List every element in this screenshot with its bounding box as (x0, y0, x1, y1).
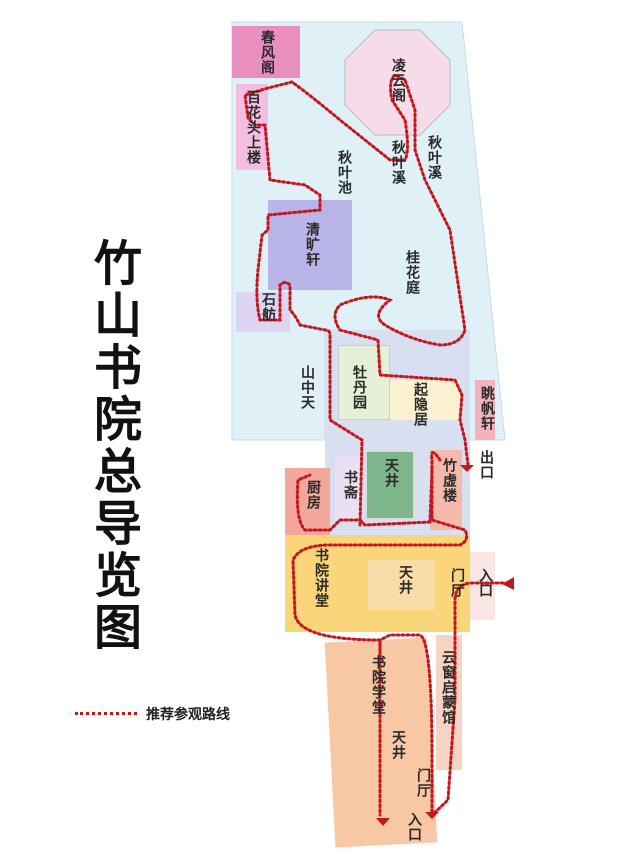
exit-arrow-icon-bottom (425, 812, 439, 819)
label-menting-1: 门厅 (449, 568, 465, 598)
shuzhai-building (335, 455, 360, 520)
label-qiuyexi-2: 秋叶溪 (426, 135, 442, 180)
label-tianjing-1: 天井 (383, 458, 399, 488)
label-lingyunge: 凌云阁 (390, 58, 406, 103)
label-mudanyuan: 牡丹园 (351, 365, 367, 410)
label-entrance-2: 入口 (406, 812, 422, 842)
recommended-route (243, 73, 510, 817)
label-shuzhai: 书斋 (342, 470, 358, 500)
lingyunge-octagon (344, 29, 451, 136)
legend-label: 推荐参观路线 (146, 707, 230, 723)
label-zhuxulou: 竹虚楼 (441, 458, 457, 503)
tiaofanxuan-building (475, 380, 495, 440)
label-shanzhongtian: 山中天 (299, 365, 315, 410)
label-qingkuangxuan: 清旷轩 (304, 222, 320, 267)
label-qiyinju: 起隐居 (412, 382, 428, 427)
entrance-arrow-icon-bottom (376, 818, 390, 826)
label-chunfengge: 春风阁 (259, 30, 275, 75)
label-xuetang: 书院学堂 (370, 655, 386, 715)
chunfengge-building (232, 26, 300, 78)
label-baihua: 百花头上楼 (245, 90, 261, 165)
page-title: 竹山书院总导览图 (85, 238, 141, 654)
entrance-arrow-icon (502, 577, 514, 590)
label-guihuating: 桂花庭 (404, 250, 420, 295)
label-jiangtang: 书院讲堂 (313, 548, 329, 608)
label-exit: 出口 (478, 450, 494, 480)
label-shifang: 石舫 (260, 292, 276, 322)
baihua-building (236, 84, 268, 170)
exit-arrow-icon (460, 465, 474, 472)
label-tianjing-3: 天井 (390, 730, 406, 760)
legend-route-line (75, 712, 137, 715)
entrance-hall-east (470, 552, 495, 620)
label-qiuyexi-1: 秋叶溪 (390, 140, 406, 185)
label-entrance-1: 入口 (477, 568, 493, 598)
label-tianjing-2: 天井 (397, 565, 413, 595)
mudanyuan-area (338, 345, 390, 420)
qiyinju-building (390, 380, 460, 420)
label-yunchuang: 云窗启蒙馆 (440, 650, 456, 725)
tianjing-courtyard-1 (365, 450, 415, 520)
chufang-building (285, 468, 330, 535)
label-chufang: 厨房 (305, 480, 321, 510)
yunchuang-building (436, 635, 462, 770)
tianjing-courtyard-2 (368, 560, 435, 610)
zhuxulou-building (430, 450, 462, 530)
label-menting-2: 门厅 (415, 768, 431, 798)
label-tiaofanxuan: 眺帆轩 (479, 386, 495, 431)
label-qiuyechi: 秋叶池 (336, 150, 352, 195)
qingkuangxuan-building (268, 200, 352, 290)
